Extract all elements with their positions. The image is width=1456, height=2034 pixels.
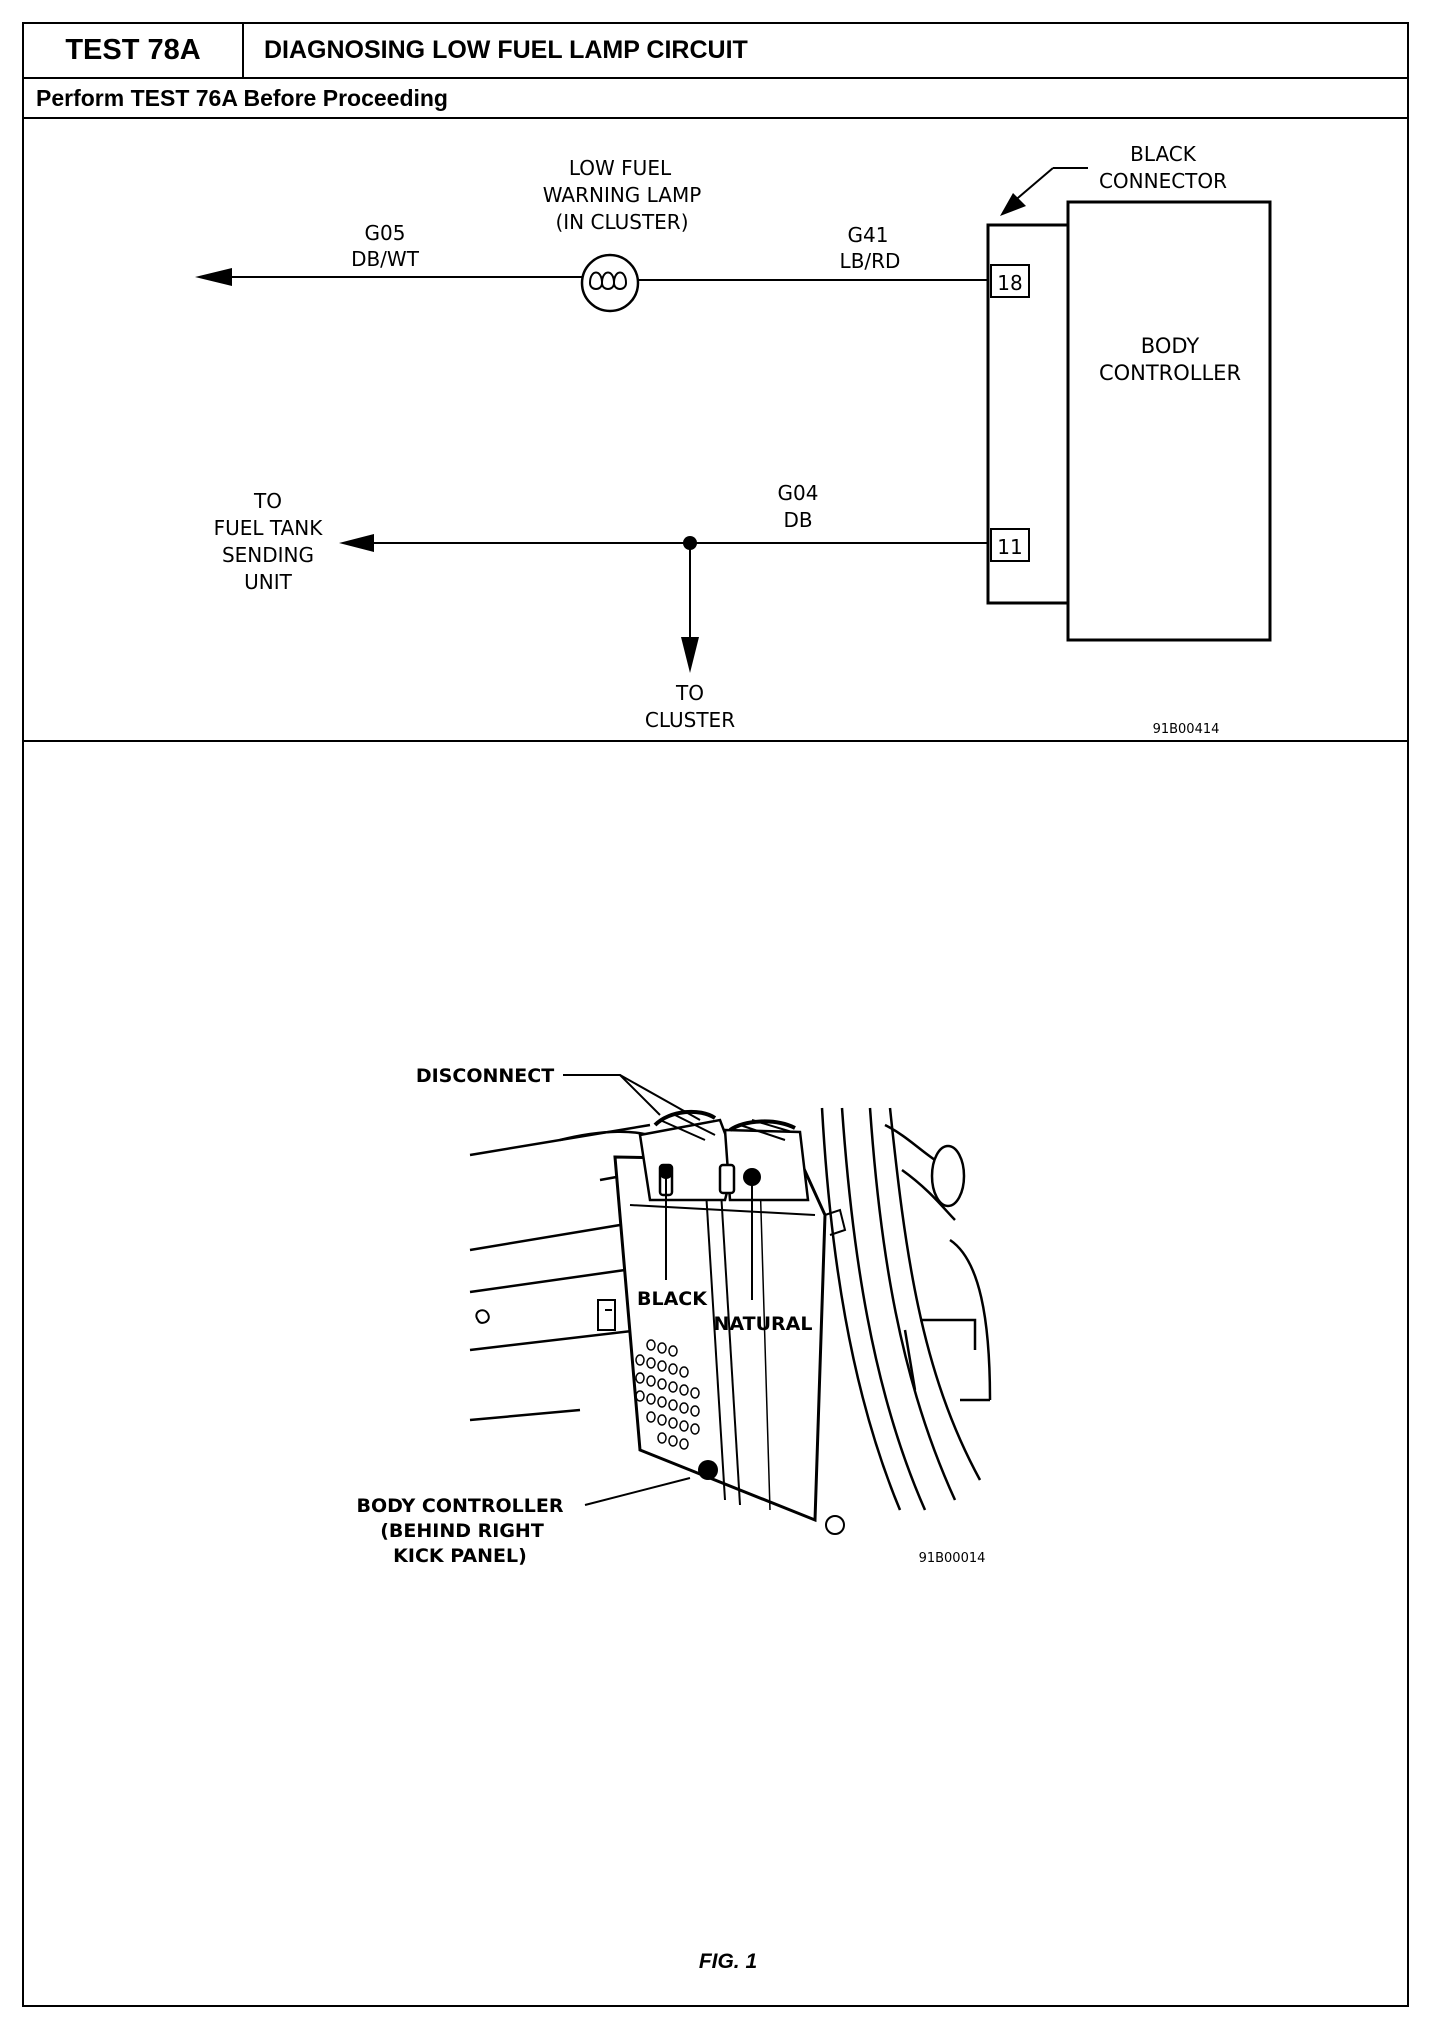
illustration-figure-id: 91B00014 <box>919 1551 986 1566</box>
schematic-figure-id: 91B00414 <box>1153 722 1220 737</box>
cluster-line2: CLUSTER <box>645 708 735 732</box>
test-number: TEST 78A <box>24 24 244 77</box>
arrow-left-icon <box>195 268 232 286</box>
fuel-tank-line3: SENDING <box>222 543 314 567</box>
controller-label-line1: BODY <box>1141 334 1200 358</box>
g41-circuit: G41 <box>848 223 889 247</box>
controller-housing <box>613 1155 847 1535</box>
controller-label-line1: BODY CONTROLLER <box>357 1495 564 1517</box>
black-connector-dot <box>659 1165 673 1179</box>
lamp-label-line2: WARNING LAMP <box>543 183 702 207</box>
g05-color: DB/WT <box>351 247 420 271</box>
cluster-line1: TO <box>675 681 704 705</box>
section-divider <box>24 740 1407 742</box>
body-controller-illustration: DISCONNECT BLACK NATURAL BODY CONTROLLER… <box>357 1065 992 1567</box>
header-row: TEST 78A DIAGNOSING LOW FUEL LAMP CIRCUI… <box>24 24 1407 79</box>
pin-18-box <box>990 264 1030 298</box>
controller-label-line2: (BEHIND RIGHT <box>380 1520 544 1542</box>
pillar-curves <box>820 1107 992 1511</box>
bracket <box>597 1299 616 1331</box>
pin-11: 11 <box>997 535 1022 559</box>
prerequisite-note: Perform TEST 76A Before Proceeding <box>24 79 1407 119</box>
connector-label-line2: CONNECTOR <box>1099 169 1227 193</box>
body-controller-box <box>1066 200 1272 642</box>
lamp-label-line3: (IN CLUSTER) <box>555 210 688 234</box>
g41-color: LB/RD <box>840 249 901 273</box>
black-label: BLACK <box>637 1288 708 1310</box>
controller-dot <box>698 1460 718 1480</box>
pin-11-box <box>990 528 1030 562</box>
g04-circuit: G04 <box>778 481 819 505</box>
controller-label-line2: CONTROLLER <box>1099 361 1241 385</box>
lamp-filament <box>589 271 627 290</box>
pin-18: 18 <box>997 271 1022 295</box>
connector-label-line1: BLACK <box>1130 142 1197 166</box>
wire-harness <box>884 1123 966 1221</box>
leader-lines <box>563 1074 753 1506</box>
wiring-schematic: LOW FUEL WARNING LAMP (IN CLUSTER) G05 D… <box>195 142 1272 737</box>
arrow-left-icon <box>339 534 374 552</box>
lamp-label-line1: LOW FUEL <box>569 156 672 180</box>
dash-structure <box>469 1123 661 1422</box>
test-title: DIAGNOSING LOW FUEL LAMP CIRCUIT <box>264 36 748 64</box>
connector-pointer-diag <box>1011 167 1054 204</box>
natural-label: NATURAL <box>714 1313 813 1335</box>
fuel-tank-line2: FUEL TANK <box>214 516 324 540</box>
disconnect-label: DISCONNECT <box>416 1065 554 1087</box>
fuel-tank-line4: UNIT <box>244 570 292 594</box>
natural-connector-dot <box>743 1168 761 1186</box>
fuel-tank-line1: TO <box>253 489 282 513</box>
controller-label-line3: KICK PANEL) <box>393 1545 527 1567</box>
g04-color: DB <box>783 508 812 532</box>
vent-holes <box>635 1339 700 1450</box>
warning-lamp-icon <box>580 253 640 313</box>
arrow-down-icon <box>681 637 699 673</box>
g05-circuit: G05 <box>365 221 406 245</box>
figure-caption: FIG. 1 <box>698 1950 758 1973</box>
arrow-down-left-icon <box>1000 193 1026 216</box>
clip-icon <box>475 1309 490 1324</box>
page-frame: TEST 78A DIAGNOSING LOW FUEL LAMP CIRCUI… <box>22 22 1409 2007</box>
